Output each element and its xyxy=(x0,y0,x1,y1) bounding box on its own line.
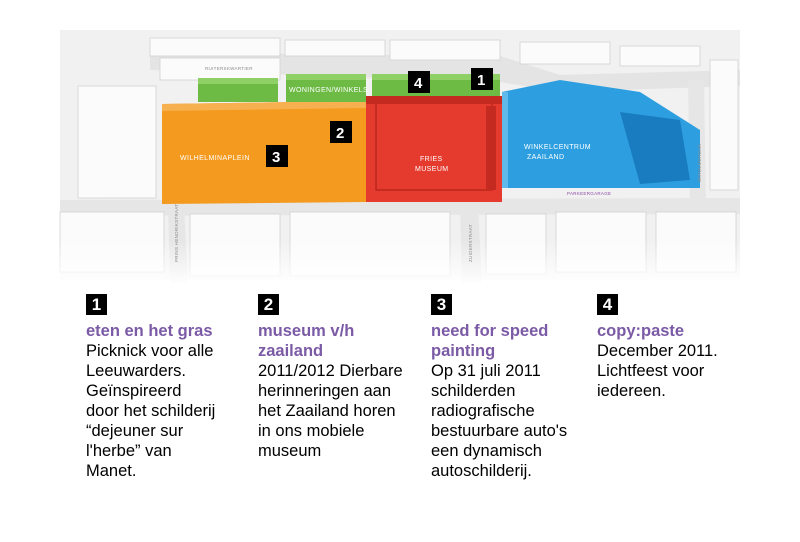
item-2-body: 2011/2012 Dierbare herinneringen aan het… xyxy=(258,362,403,460)
label-parkeergarage: PARKEERGARAGE xyxy=(567,191,611,196)
item-3-body: Op 31 juli 2011 schilderden radiografisc… xyxy=(431,362,568,480)
label-museum: MUSEUM xyxy=(415,166,449,173)
map-marker-1[interactable]: 1 xyxy=(471,68,493,90)
label-woningen-winkels: WONINGEN/WINKELS xyxy=(289,87,368,94)
item-2-title: museum v/h zaailand xyxy=(258,322,355,360)
item-4: 4 copy:paste December 2011. Lichtfeest v… xyxy=(597,294,767,401)
woningen-winkels-left xyxy=(198,74,366,102)
label-wilhelminaplein: WILHELMINAPLEIN xyxy=(180,155,250,162)
item-3-title: need for speed painting xyxy=(431,322,549,360)
svg-text:4: 4 xyxy=(414,75,423,92)
svg-text:3: 3 xyxy=(272,149,280,166)
fries-museum-building xyxy=(366,96,502,202)
item-2: 2 museum v/h zaailand 2011/2012 Dierbare… xyxy=(258,294,428,461)
item-1-number: 1 xyxy=(86,294,107,315)
item-4-title: copy:paste xyxy=(597,322,685,340)
label-zaailand: ZAAILAND xyxy=(527,154,564,161)
item-3: 3 need for speed painting Op 31 juli 201… xyxy=(431,294,601,481)
svg-text:2: 2 xyxy=(336,125,344,142)
item-1-title: eten en het gras xyxy=(86,322,213,340)
item-4-number: 4 xyxy=(597,294,618,315)
item-3-number: 3 xyxy=(431,294,452,315)
street-ruiterskwartier xyxy=(150,52,740,92)
winkelcentrum-zaailand xyxy=(502,80,700,188)
item-1-body: Picknick voor alle Leeuwarders. Geïnspir… xyxy=(86,342,216,480)
item-2-number: 2 xyxy=(258,294,279,315)
item-4-body: December 2011. Lichtfeest voor iedereen. xyxy=(597,342,718,400)
label-zuiderstraat: ZUIDERSTRAAT xyxy=(468,224,473,262)
svg-text:1: 1 xyxy=(477,72,485,89)
map-marker-4[interactable]: 4 xyxy=(408,71,430,93)
label-prins-hendrikstraat: PRINS HENDRIKSTRAAT xyxy=(174,204,179,262)
map-marker-3[interactable]: 3 xyxy=(266,145,288,167)
wilhelminaplein-area xyxy=(162,101,366,204)
label-fries: FRIES xyxy=(420,156,443,163)
item-1: 1 eten en het gras Picknick voor alle Le… xyxy=(86,294,256,481)
label-winkelcentrum: WINKELCENTRUM xyxy=(524,144,591,151)
site-map: WONINGEN/WINKELS WILHELMINAPLEIN FRIES M… xyxy=(0,30,800,285)
label-ruiterskwartier: RUITERSKWARTIER xyxy=(205,66,253,71)
label-wirdumerdijk: WIRDUMERDIJK xyxy=(697,143,702,182)
map-marker-2[interactable]: 2 xyxy=(330,121,352,143)
